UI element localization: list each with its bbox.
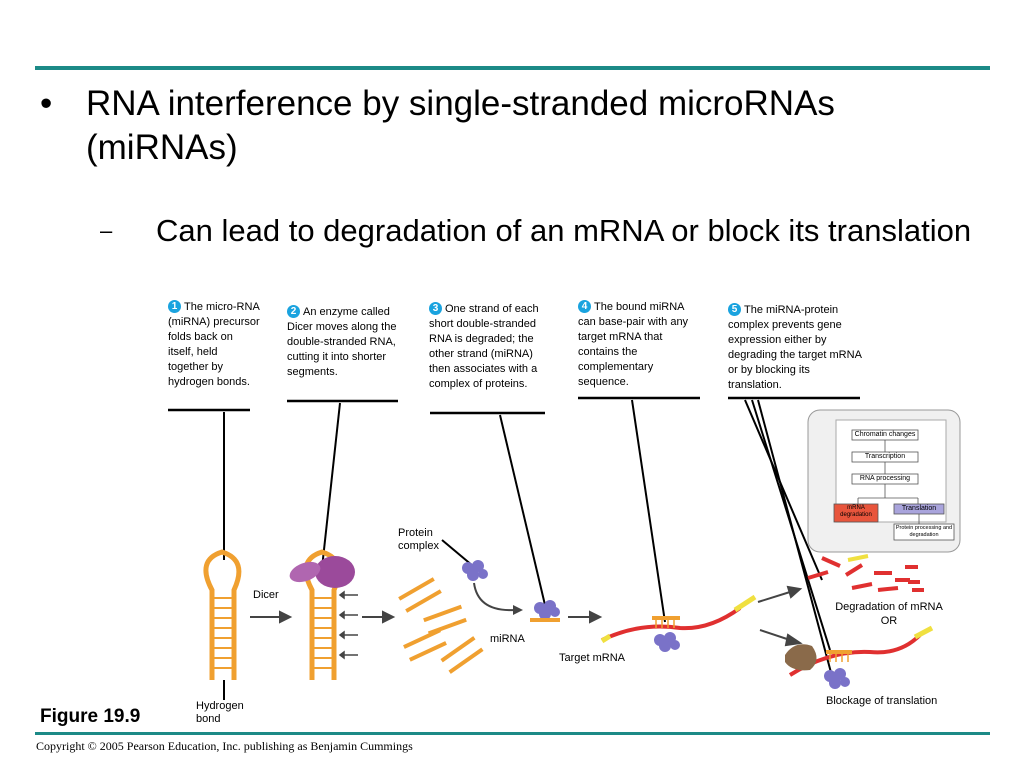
- top-rule: [35, 66, 990, 70]
- inset-transcription-label: Transcription: [864, 453, 906, 460]
- inset-rna-processing-label: RNA processing: [859, 475, 911, 482]
- mirna-protein-complex: [530, 600, 560, 622]
- step-1-badge: 1: [168, 300, 181, 313]
- mirna-label: miRNA: [490, 633, 525, 645]
- step-2-badge: 2: [287, 305, 300, 318]
- dicer-label: Dicer: [253, 589, 279, 601]
- mirna-precursor-hairpin: [203, 549, 242, 680]
- step-3-text: One strand of each short double-stranded…: [429, 303, 539, 390]
- protein-complex-label: Protein complex: [398, 527, 439, 552]
- inset-mrna-degradation-label: mRNA degradation: [840, 505, 872, 518]
- blocked-translation: [785, 625, 934, 689]
- step-3-badge: 3: [429, 302, 442, 315]
- short-dsrna-pieces: [398, 577, 484, 674]
- bottom-rule: [35, 732, 990, 735]
- step-2-text: An enzyme called Dicer moves along the d…: [287, 306, 397, 378]
- inset-chromatin-label: Chromatin changes: [854, 431, 916, 438]
- copyright-text: Copyright © 2005 Pearson Education, Inc.…: [36, 739, 413, 753]
- protein-complex-blob: [462, 560, 488, 581]
- target-mrna-label: Target mRNA: [559, 652, 626, 664]
- figure-label: Figure 19.9: [40, 706, 141, 727]
- bullet-dot: •: [40, 84, 53, 123]
- step-4-badge: 4: [578, 300, 591, 313]
- degraded-mrna-fragments: [807, 554, 924, 592]
- inset-translation-label: Translation: [901, 505, 937, 512]
- sub-bullet-text: Can lead to degradation of an mRNA or bl…: [156, 213, 972, 248]
- ribosome: [785, 644, 817, 671]
- blockage-label: Blockage of translation: [826, 695, 938, 707]
- step-5-badge: 5: [728, 303, 741, 316]
- step-4-text: The bound miRNA can base-pair with any t…: [578, 301, 689, 388]
- main-bullet-text: RNA interference by single-stranded micr…: [86, 84, 835, 167]
- gene-expression-inset: [807, 409, 961, 553]
- or-label: OR: [880, 615, 898, 627]
- bullet-dash: –: [100, 218, 113, 243]
- degradation-label: Degradation of mRNA: [835, 601, 943, 613]
- step-5-text: The miRNA-protein complex prevents gene …: [728, 304, 862, 391]
- dicer-enzyme: [289, 556, 355, 588]
- hydrogen-bond-label: Hydrogen bond: [196, 700, 244, 725]
- process-arrow: [250, 610, 293, 624]
- target-mrna: [600, 594, 757, 652]
- step-1-text: The micro-RNA (miRNA) precursor folds ba…: [168, 301, 260, 388]
- inset-protein-processing-label: Protein processing and degradation: [895, 525, 953, 538]
